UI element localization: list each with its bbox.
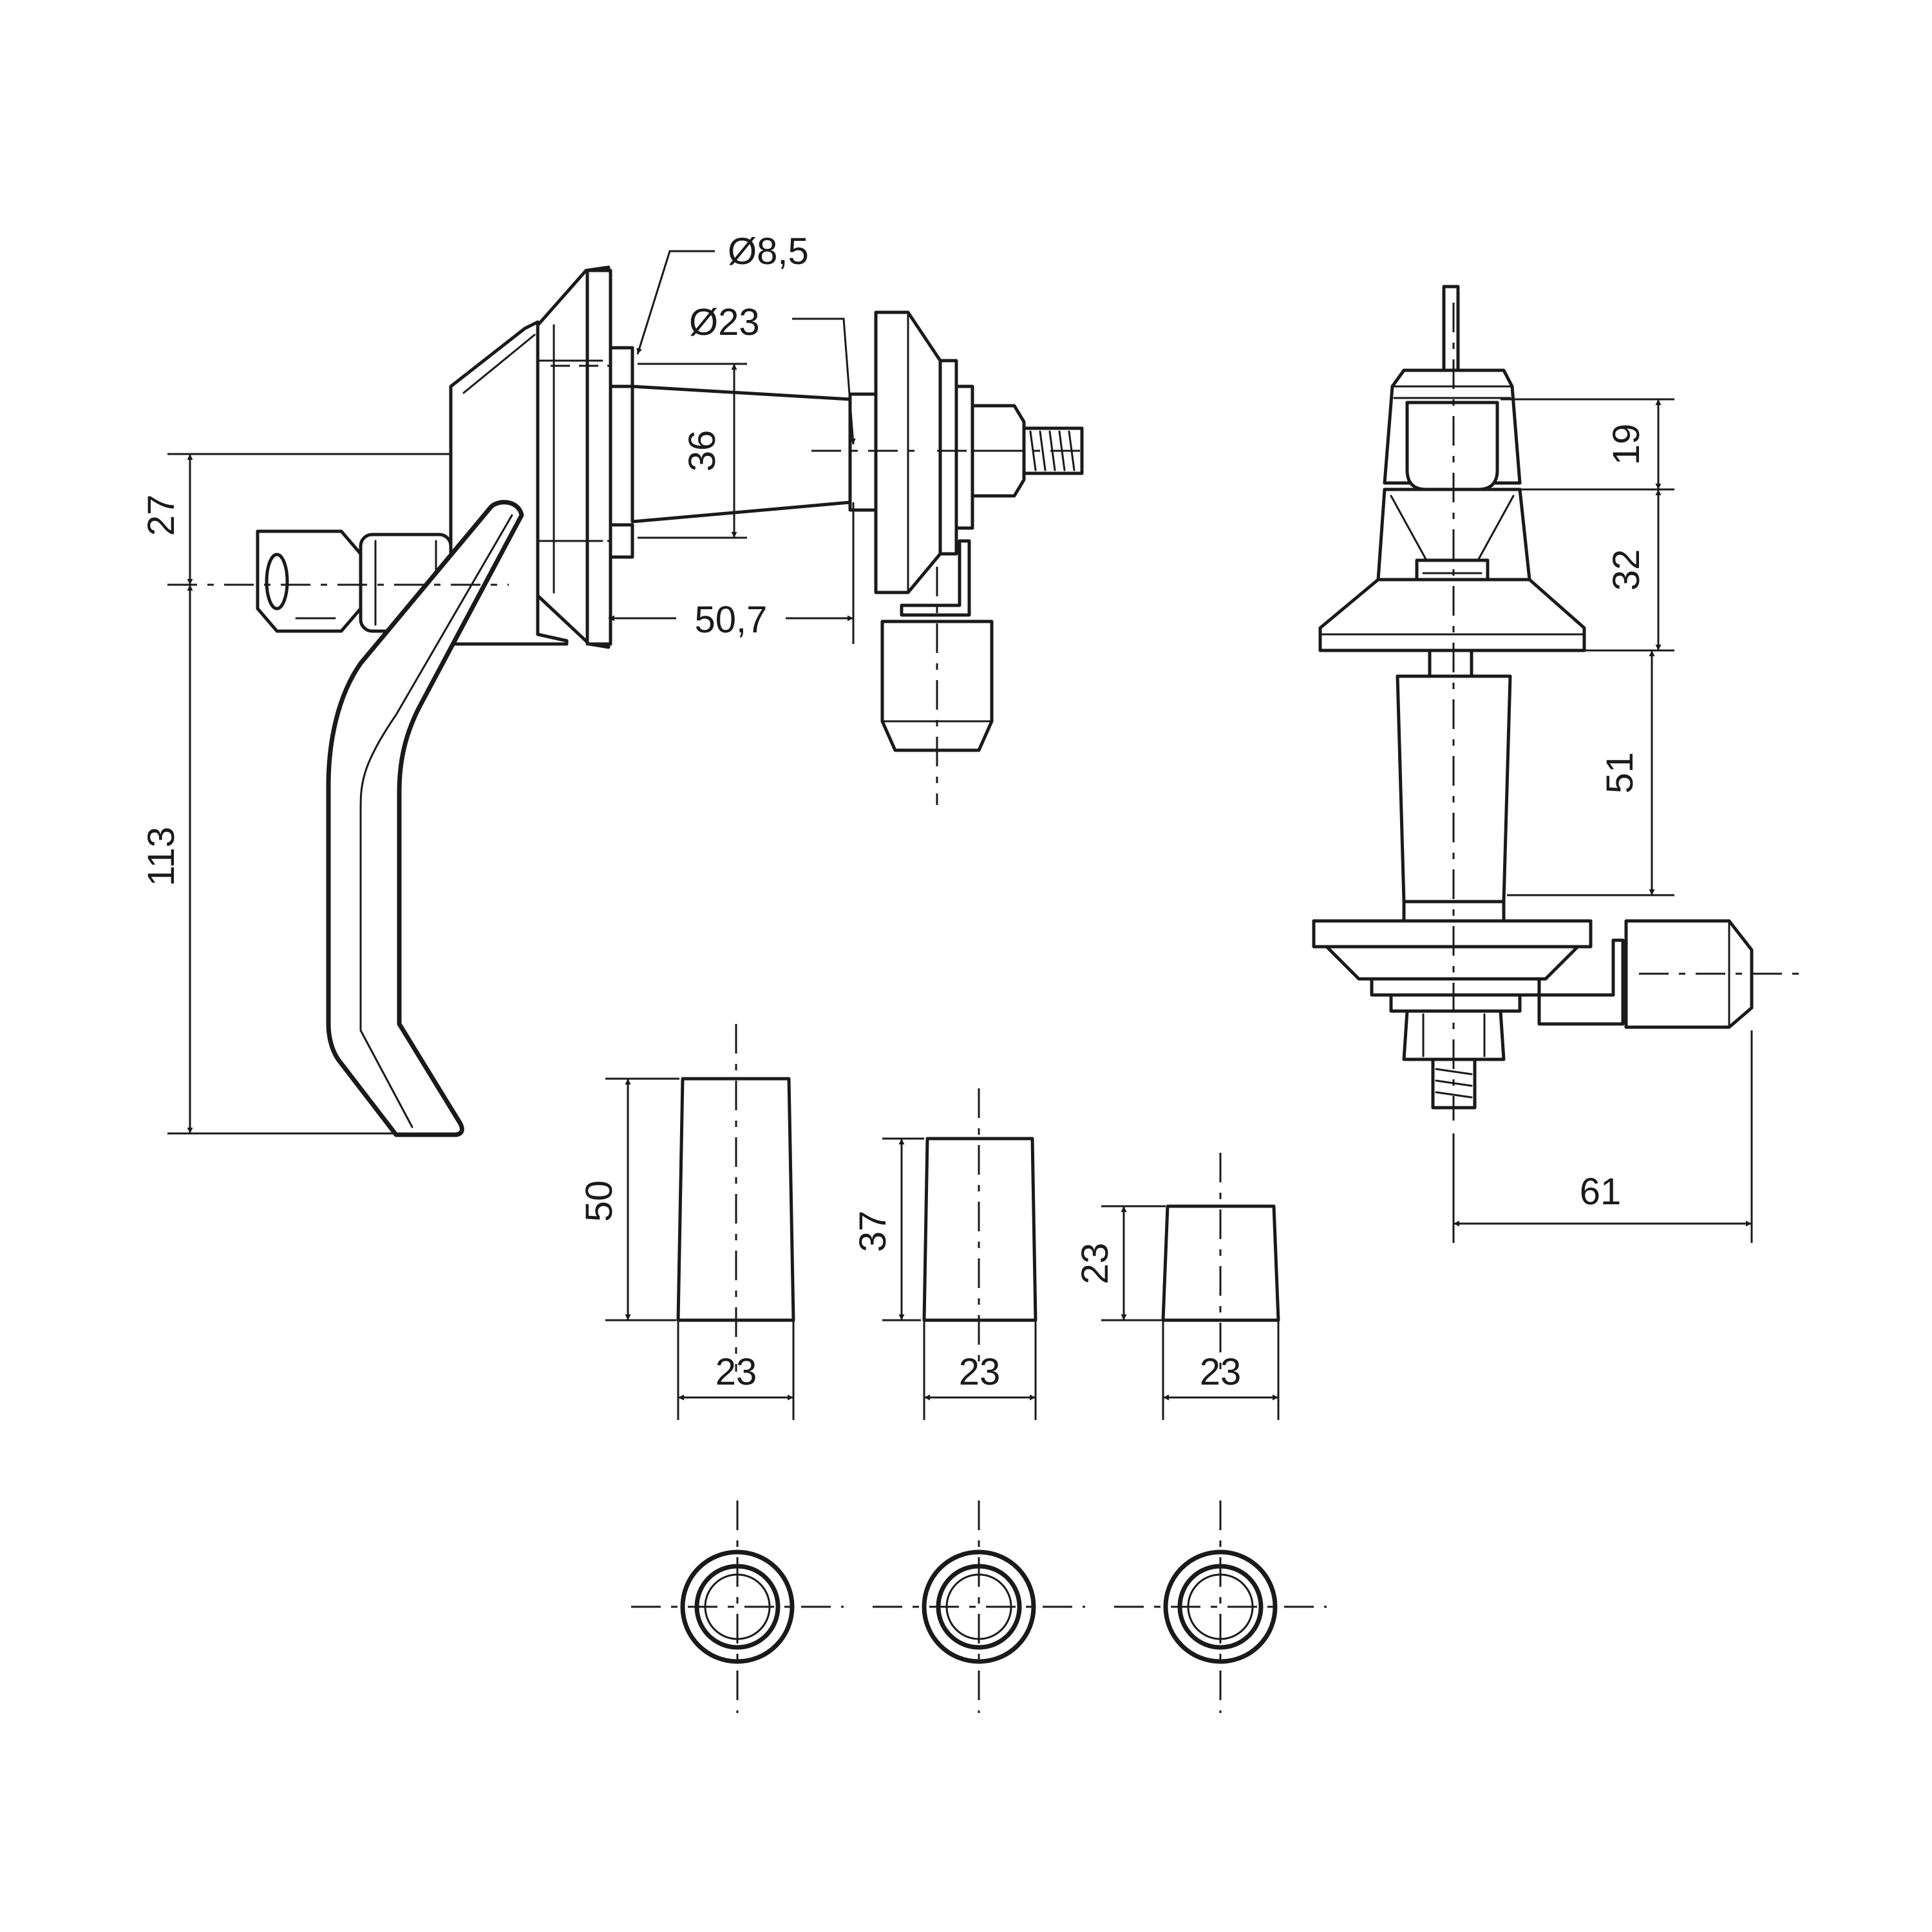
front-nut: [1402, 1009, 1506, 1110]
spacer-small: 23 23: [1074, 1153, 1280, 1420]
inner-flange: [874, 310, 974, 594]
spacer-small-height-label: 23: [1074, 1243, 1116, 1285]
boss-diameter-label: Ø23: [689, 301, 760, 343]
cam-bracket: [900, 539, 971, 617]
mounting-flange: [536, 265, 612, 649]
spacer-small-diameter-label: 23: [1200, 1351, 1242, 1393]
spacer-large-plan: [631, 1501, 844, 1713]
front-view-assembly: [1312, 285, 1803, 1121]
spacer-small-plan: [1114, 1501, 1327, 1713]
cam-reach-label: 61: [1580, 1171, 1622, 1213]
front-cam-roller: [1624, 919, 1754, 1029]
spacer-large-height-label: 50: [578, 1180, 620, 1222]
bolt-diameter-label: Ø8,5: [728, 231, 809, 272]
head-lower-label: 32: [1605, 549, 1647, 591]
upper-bolt: [609, 346, 634, 388]
spindle: [630, 384, 852, 524]
side-view-handle-assembly: [167, 265, 1088, 1137]
handle-length-label: 113: [140, 827, 182, 886]
lower-flange: [1312, 919, 1593, 1013]
key-icon: [256, 529, 363, 633]
lower-bolt: [609, 523, 634, 559]
front-cam-arm: [1537, 938, 1625, 1026]
body-length-label: 51: [1599, 752, 1641, 794]
side-view-dimensions: Ø8,5 Ø23 36 50,7 27 113: [140, 231, 856, 1135]
spacer-medium-diameter-label: 23: [959, 1351, 1001, 1393]
spindle-length-label: 50,7: [695, 599, 768, 641]
spacer-medium-plan: [873, 1501, 1085, 1713]
head-upper-label: 19: [1605, 424, 1647, 466]
spacer-medium: 37 23: [852, 1088, 1037, 1420]
bolt-spacing-label: 36: [681, 430, 723, 472]
spacer-medium-height-label: 37: [852, 1211, 894, 1253]
key-offset-label: 27: [140, 495, 182, 536]
spacer-large-diameter-label: 23: [715, 1351, 757, 1393]
spacer-large: 50 23: [578, 1024, 795, 1420]
handle-head: [1383, 368, 1522, 491]
lever-handle: [326, 500, 524, 1137]
front-view-dimensions: 19 32 51 61: [1452, 398, 1753, 1243]
front-flange: [1318, 578, 1586, 652]
